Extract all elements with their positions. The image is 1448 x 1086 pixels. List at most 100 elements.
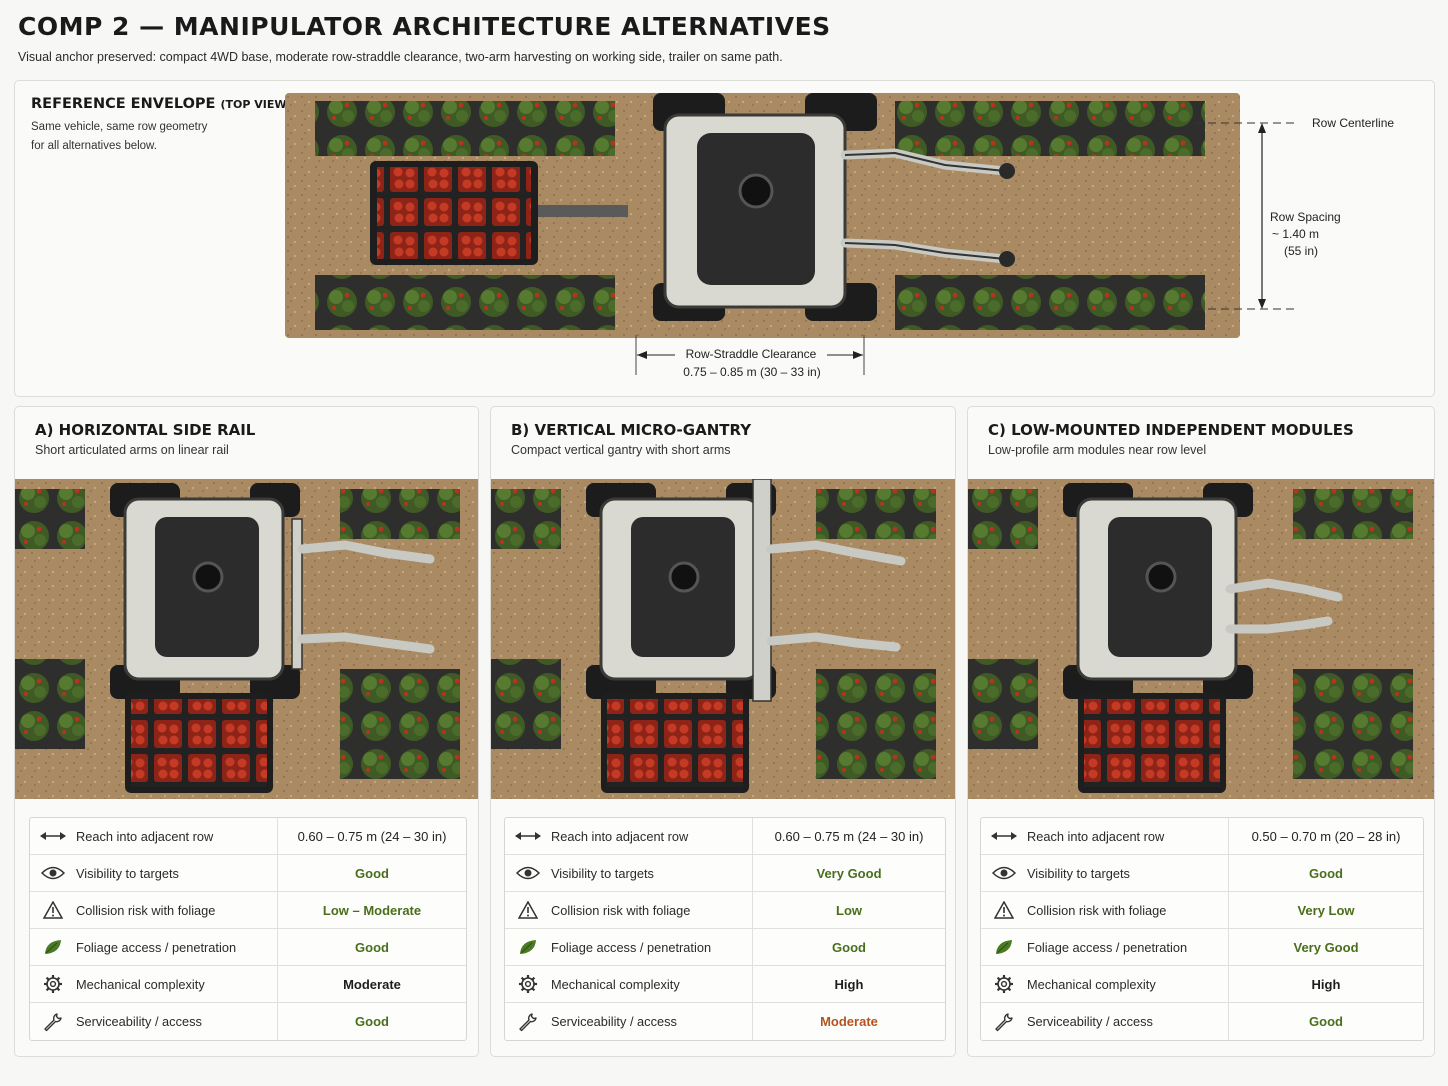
reach-arrows-icon	[981, 829, 1027, 843]
attribute-row: Reach into adjacent row 0.60 – 0.75 m (2…	[30, 818, 466, 855]
robot-arm	[297, 540, 435, 564]
reference-panel: REFERENCE ENVELOPE (TOP VIEW) Same vehic…	[14, 80, 1435, 397]
robot-arm	[297, 632, 435, 654]
alternative-top-view-illustration	[968, 479, 1434, 799]
hitch	[538, 205, 628, 217]
attribute-value: Moderate	[820, 1014, 878, 1029]
eye-icon	[981, 865, 1027, 881]
page-title: COMP 2 — MANIPULATOR ARCHITECTURE ALTERN…	[18, 12, 831, 41]
alternative-heading: C) LOW-MOUNTED INDEPENDENT MODULES	[988, 421, 1354, 439]
vertical-gantry	[752, 479, 772, 702]
row-spacing-inches: (55 in)	[1284, 244, 1319, 258]
gear-icon	[981, 974, 1027, 994]
plant-row	[491, 489, 561, 549]
attribute-row: Collision risk with foliage Low	[505, 892, 945, 929]
warning-triangle-icon	[981, 901, 1027, 919]
attribute-row: Visibility to targets Good	[30, 855, 466, 892]
attribute-row: Reach into adjacent row 0.60 – 0.75 m (2…	[505, 818, 945, 855]
reference-top-view-illustration	[285, 93, 1240, 338]
attribute-table: Reach into adjacent row 0.60 – 0.75 m (2…	[29, 817, 467, 1041]
attribute-label: Serviceability / access	[551, 1003, 753, 1040]
side-rail	[291, 518, 303, 670]
sensor-dome	[1145, 561, 1177, 593]
attribute-label: Mechanical complexity	[1027, 966, 1229, 1002]
attribute-label: Mechanical complexity	[76, 966, 278, 1002]
attribute-label: Reach into adjacent row	[1027, 818, 1229, 854]
eye-icon	[505, 865, 551, 881]
attribute-label: Visibility to targets	[76, 855, 278, 891]
alternative-panel-c: C) LOW-MOUNTED INDEPENDENT MODULES Low-p…	[967, 406, 1435, 1057]
eye-icon	[30, 865, 76, 881]
reference-desc-line: Same vehicle, same row geometry	[31, 121, 208, 133]
alternative-subtitle: Short articulated arms on linear rail	[35, 443, 229, 457]
alternative-top-view-illustration	[15, 479, 478, 799]
attribute-label: Serviceability / access	[1027, 1003, 1229, 1040]
attribute-row: Mechanical complexity High	[505, 966, 945, 1003]
attribute-row: Foliage access / penetration Good	[30, 929, 466, 966]
attribute-value: Very Good	[816, 865, 882, 881]
alternative-heading: B) VERTICAL MICRO-GANTRY	[511, 421, 752, 439]
plant-row	[340, 669, 460, 779]
sensor-dome	[668, 561, 700, 593]
row-spacing-meters: ~ 1.40 m	[1272, 227, 1320, 241]
attribute-row: Serviceability / access Moderate	[505, 1003, 945, 1040]
attribute-value: Moderate	[343, 976, 401, 992]
alternative-heading: A) HORIZONTAL SIDE RAIL	[35, 421, 256, 439]
page-subtitle: Visual anchor preserved: compact 4WD bas…	[18, 50, 783, 64]
gear-icon	[30, 974, 76, 994]
leaf-icon	[981, 938, 1027, 956]
attribute-row: Collision risk with foliage Low – Modera…	[30, 892, 466, 929]
sensor-dome	[738, 173, 774, 209]
alternative-subtitle: Compact vertical gantry with short arms	[511, 443, 731, 457]
attribute-value: Low	[836, 902, 862, 918]
plant-row	[1293, 669, 1413, 779]
attribute-value: 0.60 – 0.75 m (24 – 30 in)	[774, 828, 924, 844]
attribute-label: Collision risk with foliage	[551, 892, 753, 928]
wrench-icon	[981, 1012, 1027, 1032]
gear-icon	[505, 974, 551, 994]
clearance-title: Row-Straddle Clearance	[685, 347, 817, 361]
attribute-row: Serviceability / access Good	[30, 1003, 466, 1040]
attribute-value: Good	[1309, 1014, 1343, 1029]
plant-row	[15, 489, 85, 549]
attribute-value: Good	[832, 939, 866, 955]
attribute-value: Very Low	[1297, 902, 1355, 918]
attribute-row: Visibility to targets Very Good	[505, 855, 945, 892]
reach-arrows-icon	[505, 829, 551, 843]
attribute-label: Visibility to targets	[1027, 855, 1229, 891]
robot-arm	[766, 632, 901, 652]
attribute-value: High	[1311, 976, 1341, 992]
attribute-value: 0.60 – 0.75 m (24 – 30 in)	[297, 828, 447, 844]
plant-row	[1293, 489, 1413, 539]
plant-row	[816, 669, 936, 779]
attribute-label: Foliage access / penetration	[1027, 929, 1229, 965]
clearance-label: Row-Straddle Clearance	[675, 346, 827, 363]
attribute-row: Foliage access / penetration Very Good	[981, 929, 1423, 966]
reference-description: Same vehicle, same row geometry for all …	[31, 118, 231, 156]
reach-arrows-icon	[30, 829, 76, 843]
wrench-icon	[505, 1012, 551, 1032]
attribute-label: Mechanical complexity	[551, 966, 753, 1002]
attribute-row: Mechanical complexity Moderate	[30, 966, 466, 1003]
plant-row	[968, 489, 1038, 549]
alternative-panel-a: A) HORIZONTAL SIDE RAIL Short articulate…	[14, 406, 479, 1057]
attribute-label: Collision risk with foliage	[1027, 892, 1229, 928]
plant-row	[816, 489, 936, 539]
reference-desc-line: for all alternatives below.	[31, 140, 157, 152]
attribute-table: Reach into adjacent row 0.50 – 0.70 m (2…	[980, 817, 1424, 1041]
plant-row	[491, 659, 561, 749]
robot-arm	[1225, 616, 1333, 634]
attribute-value: Good	[1309, 865, 1343, 881]
row-spacing-label: Row Spacing ~ 1.40 m (55 in)	[1270, 209, 1341, 260]
sensor-dome	[192, 561, 224, 593]
row-spacing-dimension	[1195, 122, 1295, 310]
attribute-label: Visibility to targets	[551, 855, 753, 891]
attribute-value: Very Good	[1293, 939, 1359, 955]
attribute-value: Good	[355, 865, 389, 881]
clearance-value: 0.75 – 0.85 m (30 – 33 in)	[683, 365, 821, 379]
plant-row	[895, 275, 1205, 330]
reference-heading: REFERENCE ENVELOPE (TOP VIEW)	[31, 96, 292, 112]
attribute-row: Reach into adjacent row 0.50 – 0.70 m (2…	[981, 818, 1423, 855]
attribute-value: 0.50 – 0.70 m (20 – 28 in)	[1251, 828, 1401, 844]
attribute-value: Good	[355, 1014, 389, 1029]
